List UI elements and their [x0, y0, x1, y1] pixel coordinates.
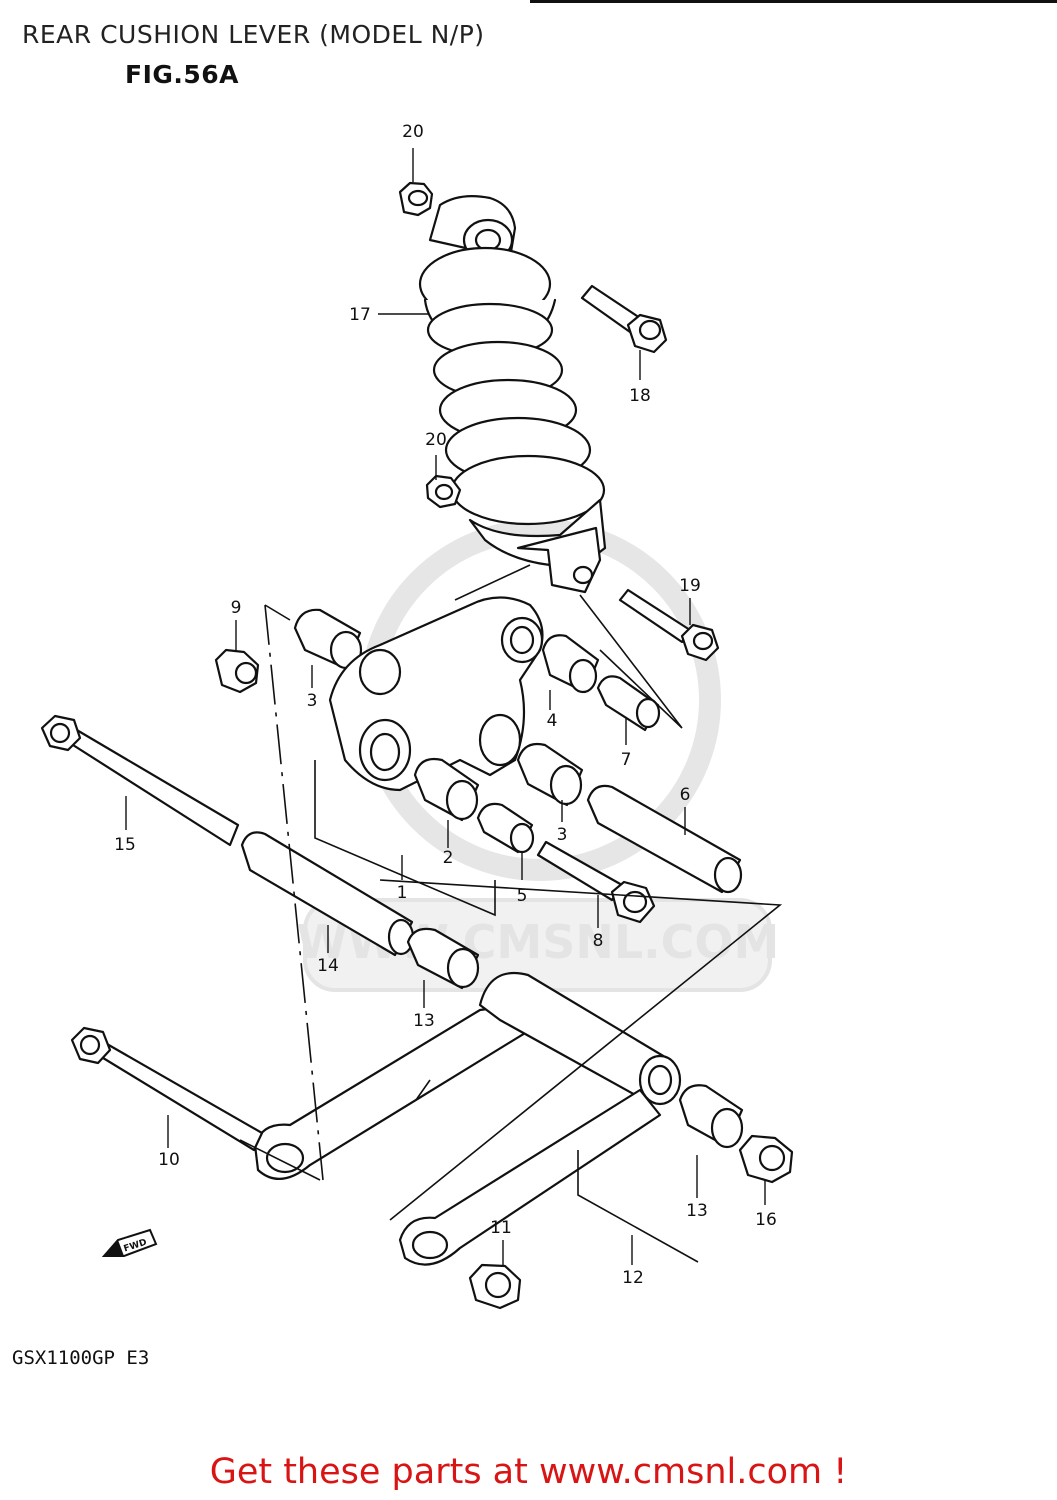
promo-banner[interactable]: Get these parts at www.cmsnl.com ! — [209, 1452, 848, 1492]
rear-shock-absorber — [418, 195, 607, 594]
bearing-13-bottom — [678, 1084, 744, 1149]
callout-2: 2 — [443, 848, 454, 868]
bolt-8 — [536, 840, 656, 924]
callout-13-mid: 13 — [413, 1011, 435, 1031]
forward-direction-arrow: FWD — [101, 1228, 158, 1257]
callout-4: 4 — [547, 711, 558, 731]
callout-20-mid: 20 — [425, 430, 447, 450]
callout-10: 10 — [158, 1150, 180, 1170]
model-code: GSX1100GP E3 — [12, 1347, 150, 1369]
callout-leaders — [125, 148, 766, 1265]
cushion-rod-12 — [253, 971, 682, 1266]
callout-15: 15 — [114, 835, 136, 855]
bearing-3-top — [293, 608, 363, 670]
bolt-19 — [618, 588, 720, 662]
callout-17: 17 — [349, 305, 371, 325]
callout-16: 16 — [755, 1210, 777, 1230]
callout-7: 7 — [621, 750, 632, 770]
callout-numbers: 20 17 18 20 19 9 3 4 7 6 3 15 2 1 5 8 14… — [114, 122, 777, 1288]
bolt-15 — [40, 714, 240, 847]
cushion-lever — [328, 596, 544, 792]
bearing-3-right — [516, 742, 584, 807]
callout-8: 8 — [593, 931, 604, 951]
assembly-lines — [239, 564, 783, 1263]
bearing-2 — [413, 757, 480, 822]
callout-9: 9 — [231, 598, 242, 618]
callout-18: 18 — [629, 386, 651, 406]
nut-20-mid — [425, 474, 462, 509]
page-title: REAR CUSHION LEVER (MODEL N/P) — [22, 20, 485, 49]
callout-3-top: 3 — [307, 691, 318, 711]
callout-3-right: 3 — [557, 825, 568, 845]
callout-20-top: 20 — [402, 122, 424, 142]
nut-20-top — [398, 181, 434, 217]
bearing-13-mid — [406, 927, 480, 990]
nut-16 — [738, 1134, 794, 1184]
nut-9 — [214, 648, 260, 694]
nut-11 — [468, 1263, 522, 1310]
figure-number: FIG.56A — [125, 60, 240, 89]
callout-14: 14 — [317, 956, 339, 976]
bolt-10 — [70, 1026, 264, 1152]
callout-11: 11 — [490, 1218, 512, 1238]
callout-19: 19 — [679, 576, 701, 596]
sleeve-5 — [476, 802, 535, 854]
callout-12: 12 — [622, 1268, 644, 1288]
callout-13-bottom: 13 — [686, 1201, 708, 1221]
top-border-line — [530, 0, 1057, 3]
spacer-6 — [586, 784, 743, 894]
bolt-18 — [580, 284, 668, 354]
bearing-4 — [541, 634, 600, 694]
callout-1: 1 — [397, 883, 408, 903]
callout-5: 5 — [517, 886, 528, 906]
callout-6: 6 — [680, 785, 691, 805]
sleeve-7 — [596, 675, 661, 732]
